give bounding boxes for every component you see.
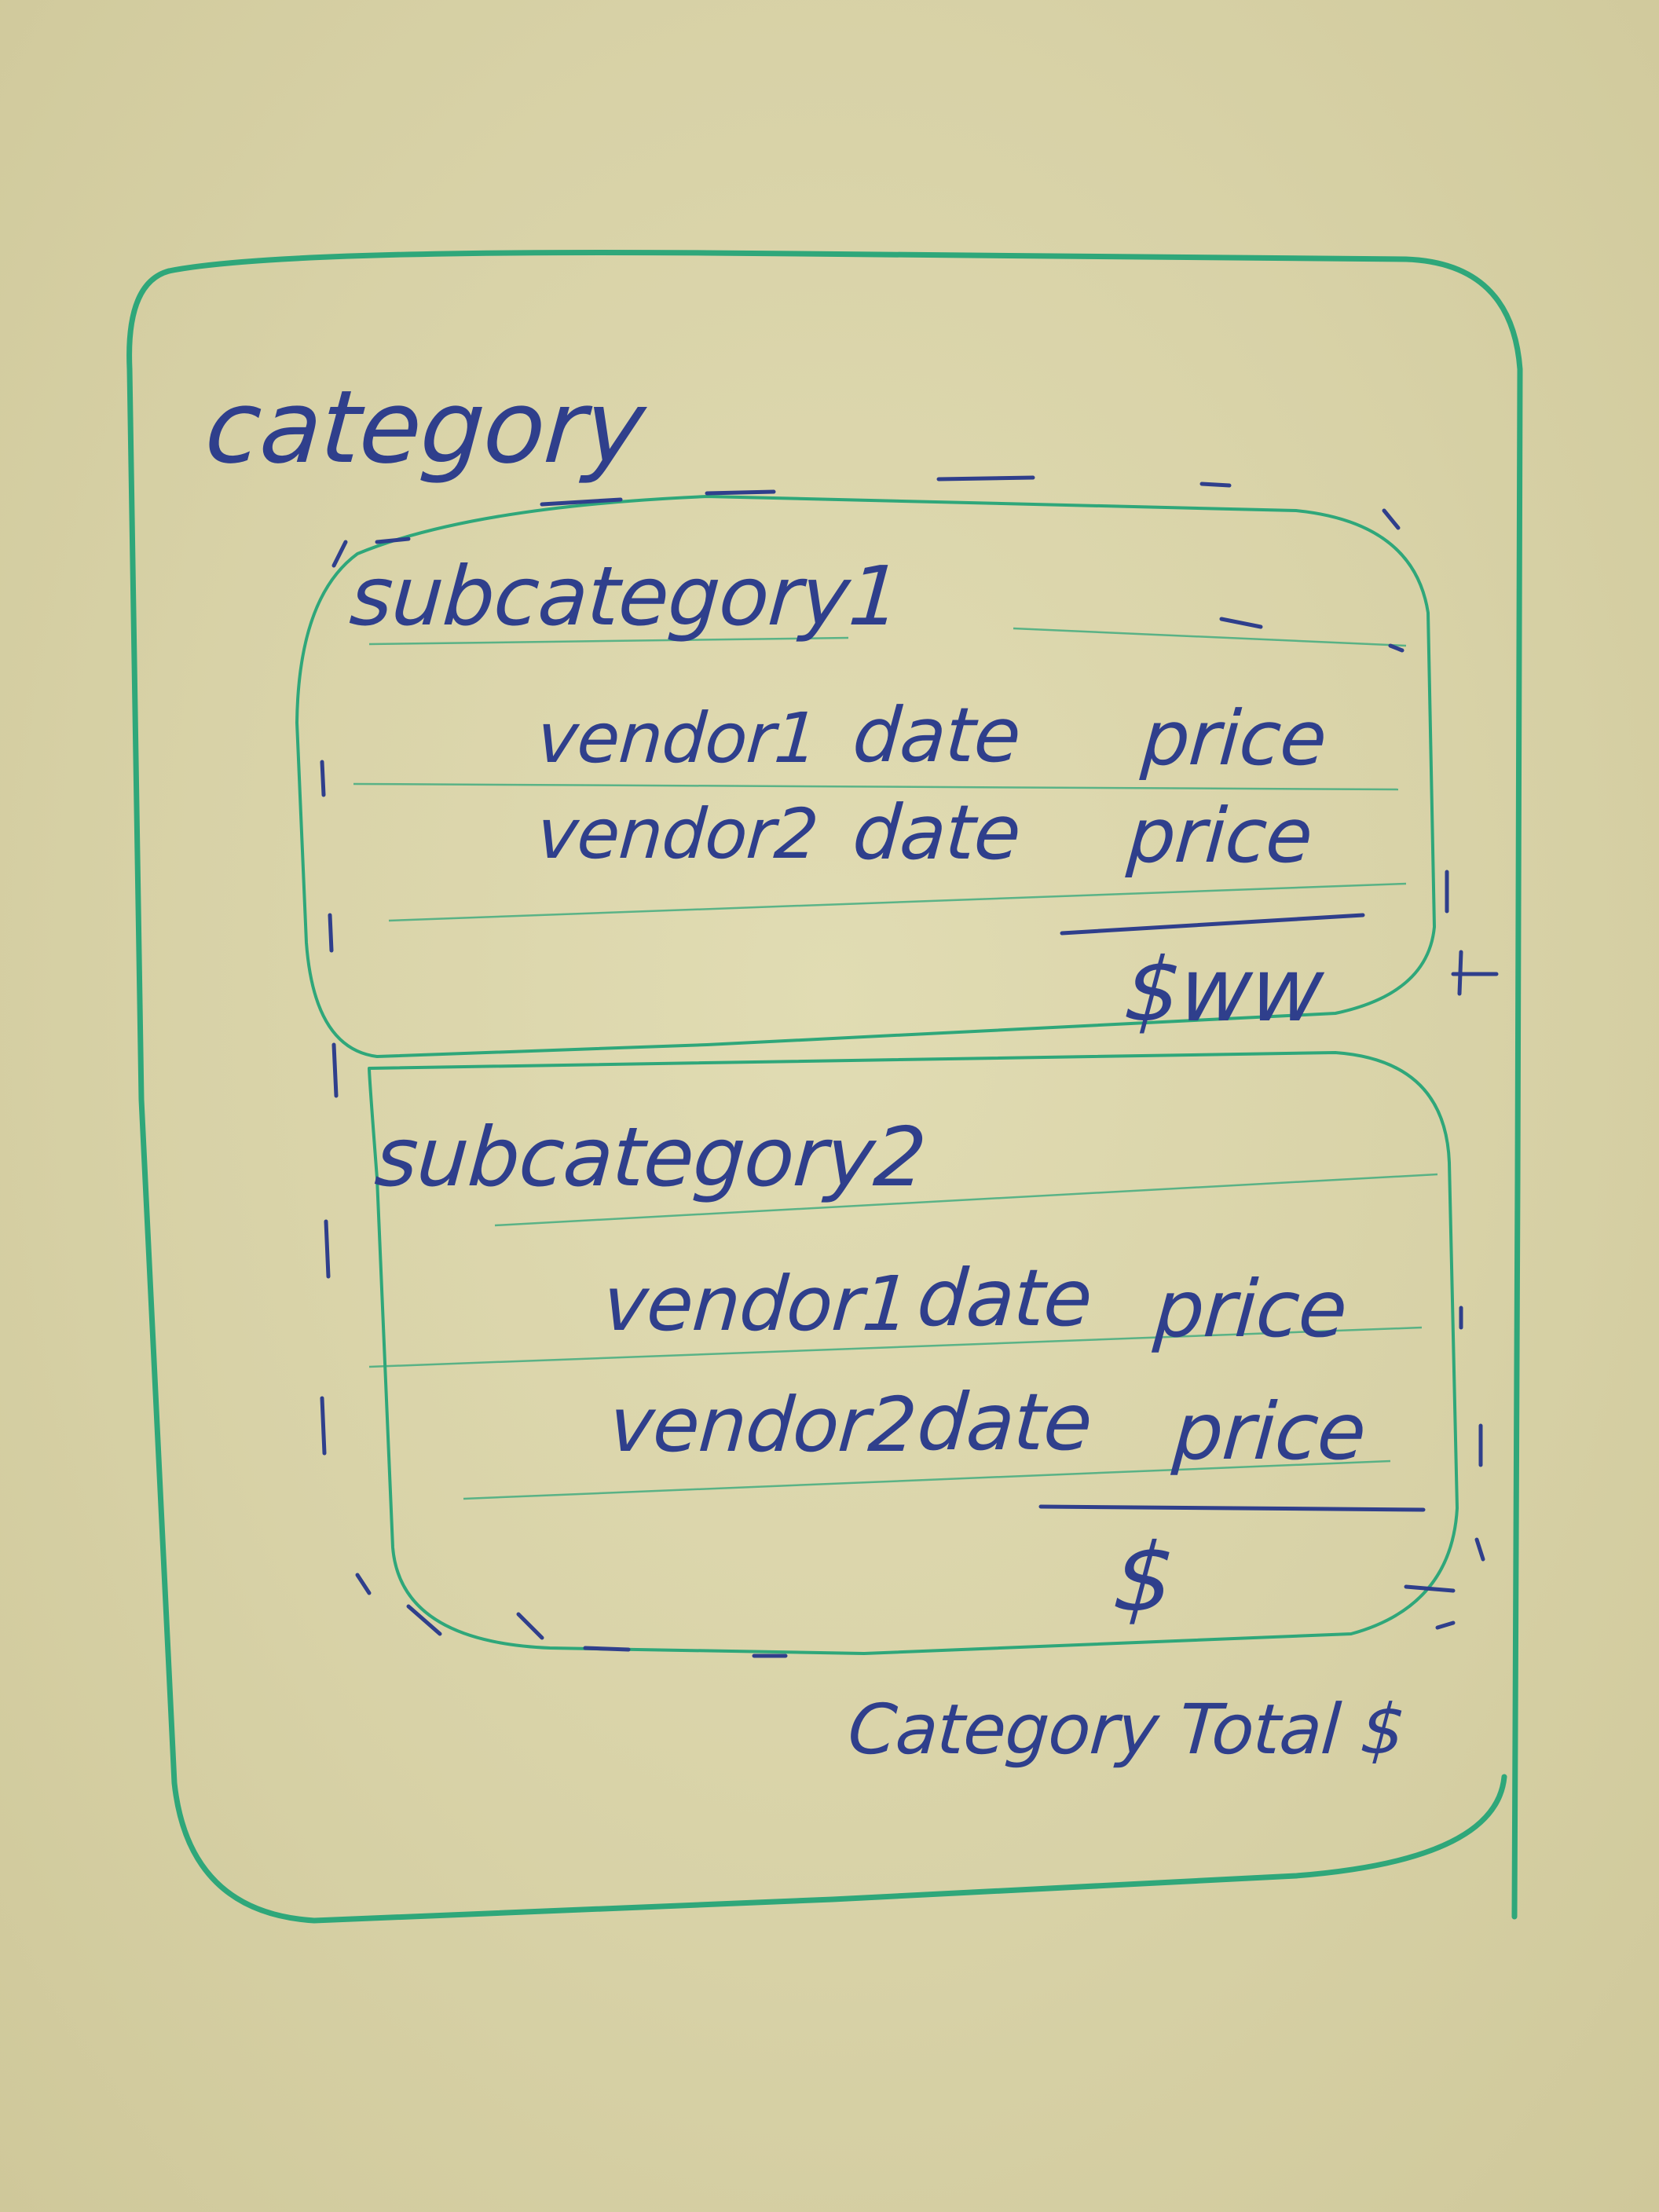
- sub1-row1-vendor: vendor1: [534, 698, 821, 778]
- sub1-row2-price: price: [1125, 792, 1315, 880]
- sub2-row2-price: price: [1170, 1386, 1368, 1478]
- sub1-row2-date: date: [850, 789, 1024, 877]
- sub2-row1-vendor: vendor1: [600, 1260, 913, 1348]
- sub1-row1-price: price: [1139, 694, 1329, 782]
- sub1-row1-date: date: [850, 691, 1024, 779]
- sub2-subtotal-rule: [1038, 1504, 1426, 1512]
- sub2-row1-date: date: [914, 1252, 1095, 1344]
- blue-dashed-outline: [320, 475, 1499, 1658]
- category-frame: [166, 249, 1523, 1920]
- category-heading: category: [201, 369, 648, 486]
- sub2-subtotal: $: [1110, 1524, 1177, 1633]
- sub1-row2-vendor: vendor2: [534, 793, 821, 874]
- sub1-subtotal: $ww: [1121, 939, 1327, 1042]
- category-total: Category Total $: [845, 1689, 1408, 1770]
- category-frame-left: [126, 268, 1507, 1924]
- sub2-title-line: [494, 1173, 1438, 1227]
- sub1-title-line: [368, 636, 849, 646]
- sub2-row1-line: [368, 1326, 1423, 1368]
- sub1-row2-line: [388, 882, 1407, 922]
- sub1-title-line2: [1013, 627, 1407, 647]
- subcategory1-title: subcategory1: [346, 548, 904, 644]
- subcategory1-box: [295, 494, 1437, 1059]
- sub2-row1-price: price: [1151, 1263, 1350, 1355]
- sub2-row2-date: date: [914, 1376, 1095, 1468]
- sub1-row1-line: [353, 782, 1399, 791]
- sub1-subtotal-rule: [1060, 913, 1365, 936]
- sub2-row2-line: [463, 1459, 1391, 1500]
- subcategory2-title: subcategory2: [372, 1109, 929, 1205]
- subcategory2-box: [368, 1050, 1459, 1656]
- sub2-row2-vendor: vendor2: [606, 1381, 919, 1469]
